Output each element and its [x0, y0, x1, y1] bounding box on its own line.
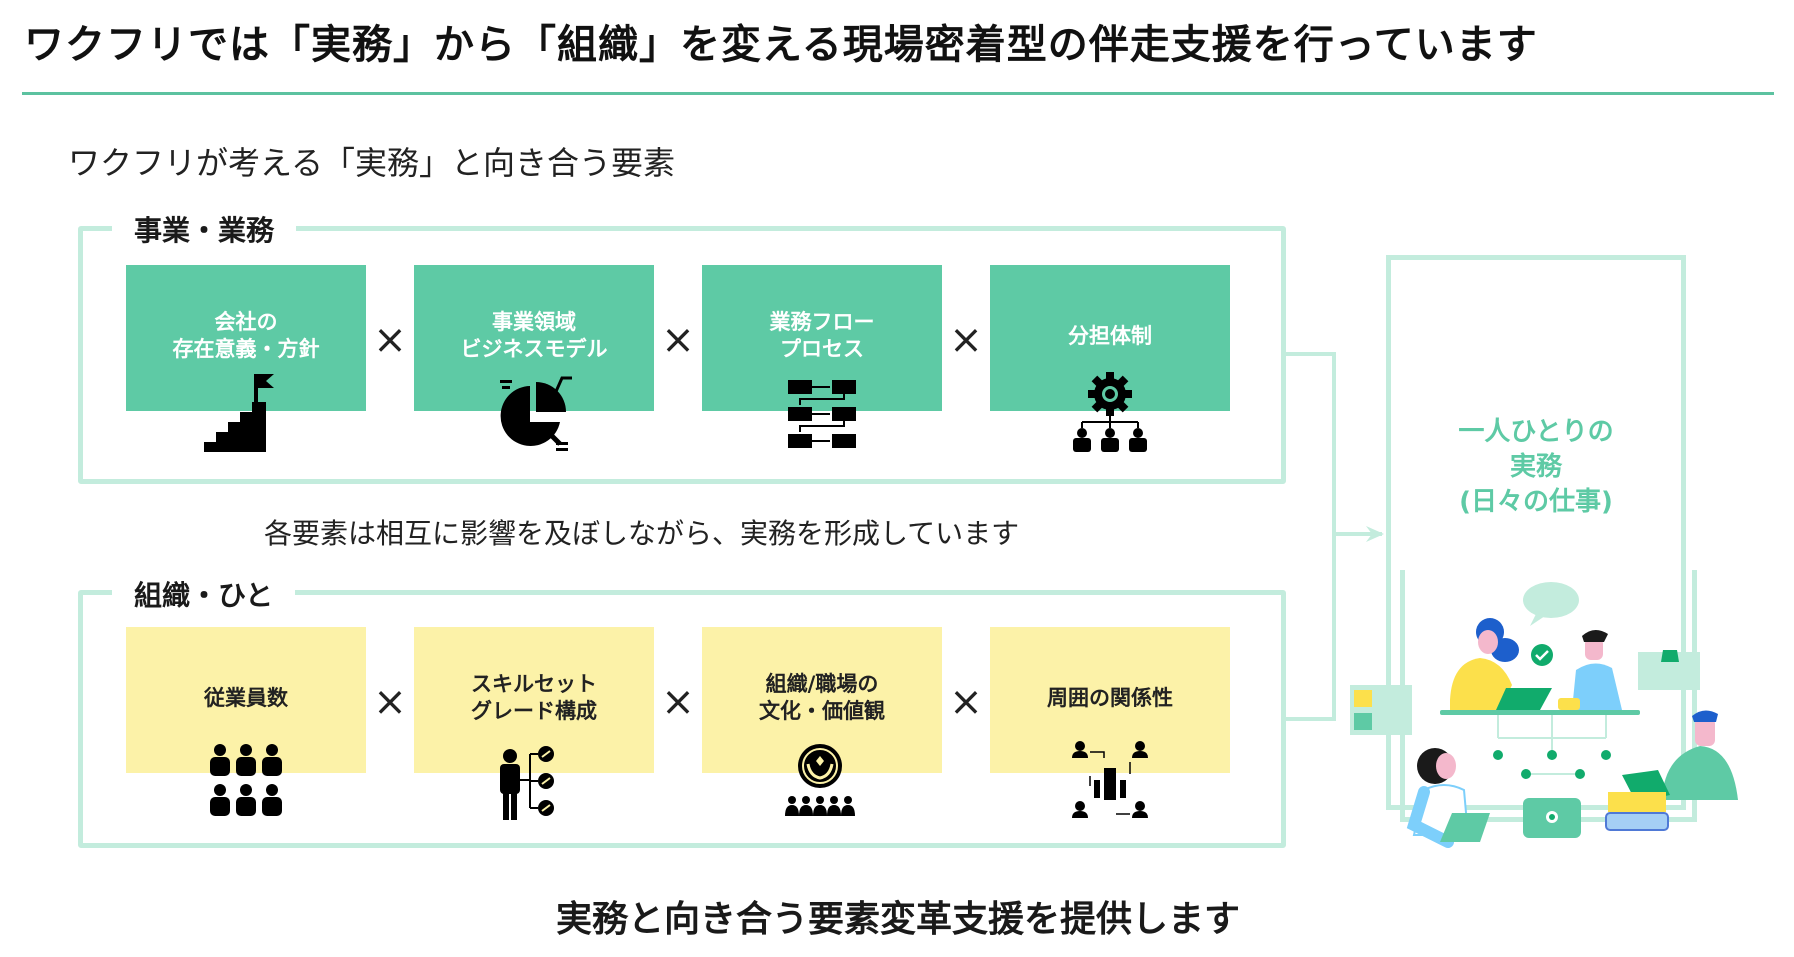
- times-symbol: ×: [373, 317, 407, 363]
- interaction-note: 各要素は相互に影響を及ぼしながら、実務を形成しています: [264, 517, 1020, 550]
- connector-organization: [1286, 717, 1336, 721]
- times-symbol: ×: [949, 679, 983, 725]
- card-business-model: 事業領域 ビジネスモデル: [414, 265, 654, 411]
- times-symbol: ×: [661, 679, 695, 725]
- connector-business: [1286, 352, 1336, 356]
- card-label: スキルセット グレード構成: [471, 672, 597, 723]
- stairs-flag-icon: [204, 374, 274, 452]
- card-relationships: 周囲の関係性: [990, 627, 1230, 773]
- connector-arrow-line: [1336, 532, 1382, 536]
- card-label: 事業領域 ビジネスモデル: [460, 310, 608, 361]
- group-label-business: 事業・業務: [112, 209, 297, 249]
- card-label: 業務フロー プロセス: [769, 310, 875, 361]
- times-symbol: ×: [661, 317, 695, 363]
- arrow-right-icon: [1366, 526, 1384, 542]
- culture-hands-icon: [785, 744, 855, 816]
- card-label: 周囲の関係性: [1047, 686, 1173, 710]
- person-checklist-icon: [500, 746, 554, 820]
- pie-chart-icon: [500, 376, 572, 451]
- card-label: 分担体制: [1068, 324, 1152, 348]
- card-skillset-grade: スキルセット グレード構成: [414, 627, 654, 773]
- closing-statement: 実務と向き合う要素変革支援を提供します: [556, 899, 1241, 940]
- gear-org-chart-icon: [1073, 372, 1147, 452]
- title-divider: [22, 92, 1774, 95]
- process-flow-icon: [788, 380, 856, 448]
- group-business: [78, 226, 1286, 484]
- team-collaboration-illustration: [1350, 570, 1738, 848]
- connector-vertical: [1332, 352, 1336, 721]
- times-symbol: ×: [949, 317, 983, 363]
- group-label-organization: 組織・ひと: [112, 574, 296, 614]
- group-organization: [78, 590, 1286, 848]
- people-group-icon: [210, 744, 282, 816]
- times-symbol: ×: [373, 679, 407, 725]
- card-label: 会社の 存在意義・方針: [172, 310, 320, 361]
- relationship-building-icon: [1072, 741, 1148, 818]
- card-label: 組織/職場の 文化・価値観: [759, 672, 885, 723]
- page-title: ワクフリでは「実務」から「組織」を変える現場密着型の伴走支援を行っています: [24, 22, 1538, 68]
- section-subtitle: ワクフリが考える「実務」と向き合う要素: [68, 144, 676, 182]
- card-label: 従業員数: [204, 686, 288, 710]
- card-culture-values: 組織/職場の 文化・価値観: [702, 627, 942, 773]
- result-panel-label: 一人ひとりの 実務 (日々の仕事): [1458, 417, 1614, 517]
- card-company-purpose: 会社の 存在意義・方針: [126, 265, 366, 411]
